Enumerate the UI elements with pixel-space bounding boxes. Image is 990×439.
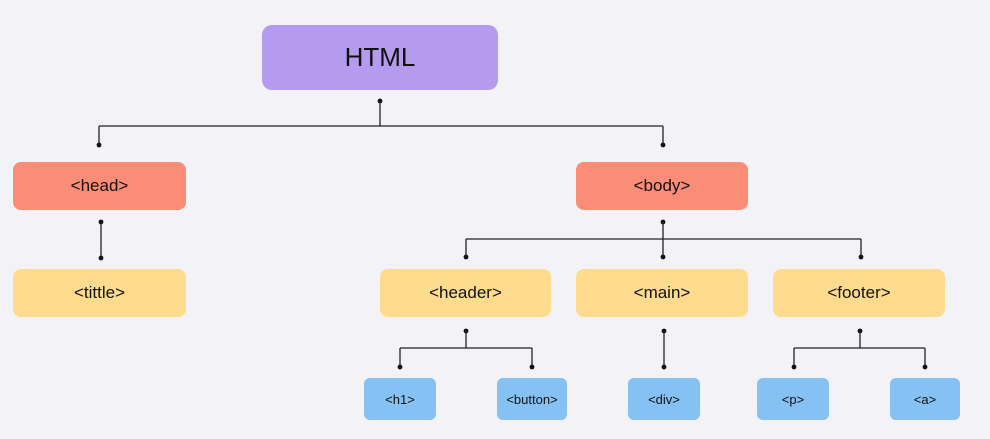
node-footer: <footer>: [773, 269, 945, 317]
connector-dot-h1: [397, 364, 403, 370]
node-main: <main>: [576, 269, 748, 317]
connector-dot-button: [529, 364, 535, 370]
node-button: <button>: [497, 378, 567, 420]
connector-dot-footer: [858, 254, 864, 260]
node-header: <header>: [380, 269, 551, 317]
connector-dot-div: [661, 364, 667, 370]
connector-dot-body: [660, 142, 666, 148]
node-p: <p>: [757, 378, 829, 420]
connector-dot-p: [791, 364, 797, 370]
node-h1: <h1>: [364, 378, 436, 420]
node-a: <a>: [890, 378, 960, 420]
connector-dot-header: [463, 254, 469, 260]
connector-dot-a: [922, 364, 928, 370]
connector-dot-main: [660, 254, 666, 260]
node-div: <div>: [628, 378, 700, 420]
node-tittle: <tittle>: [13, 269, 186, 317]
node-html: HTML: [262, 25, 498, 90]
node-head: <head>: [13, 162, 186, 210]
node-body: <body>: [576, 162, 748, 210]
connector-dot-tittle: [98, 255, 104, 261]
connector-dot-head: [96, 142, 102, 148]
